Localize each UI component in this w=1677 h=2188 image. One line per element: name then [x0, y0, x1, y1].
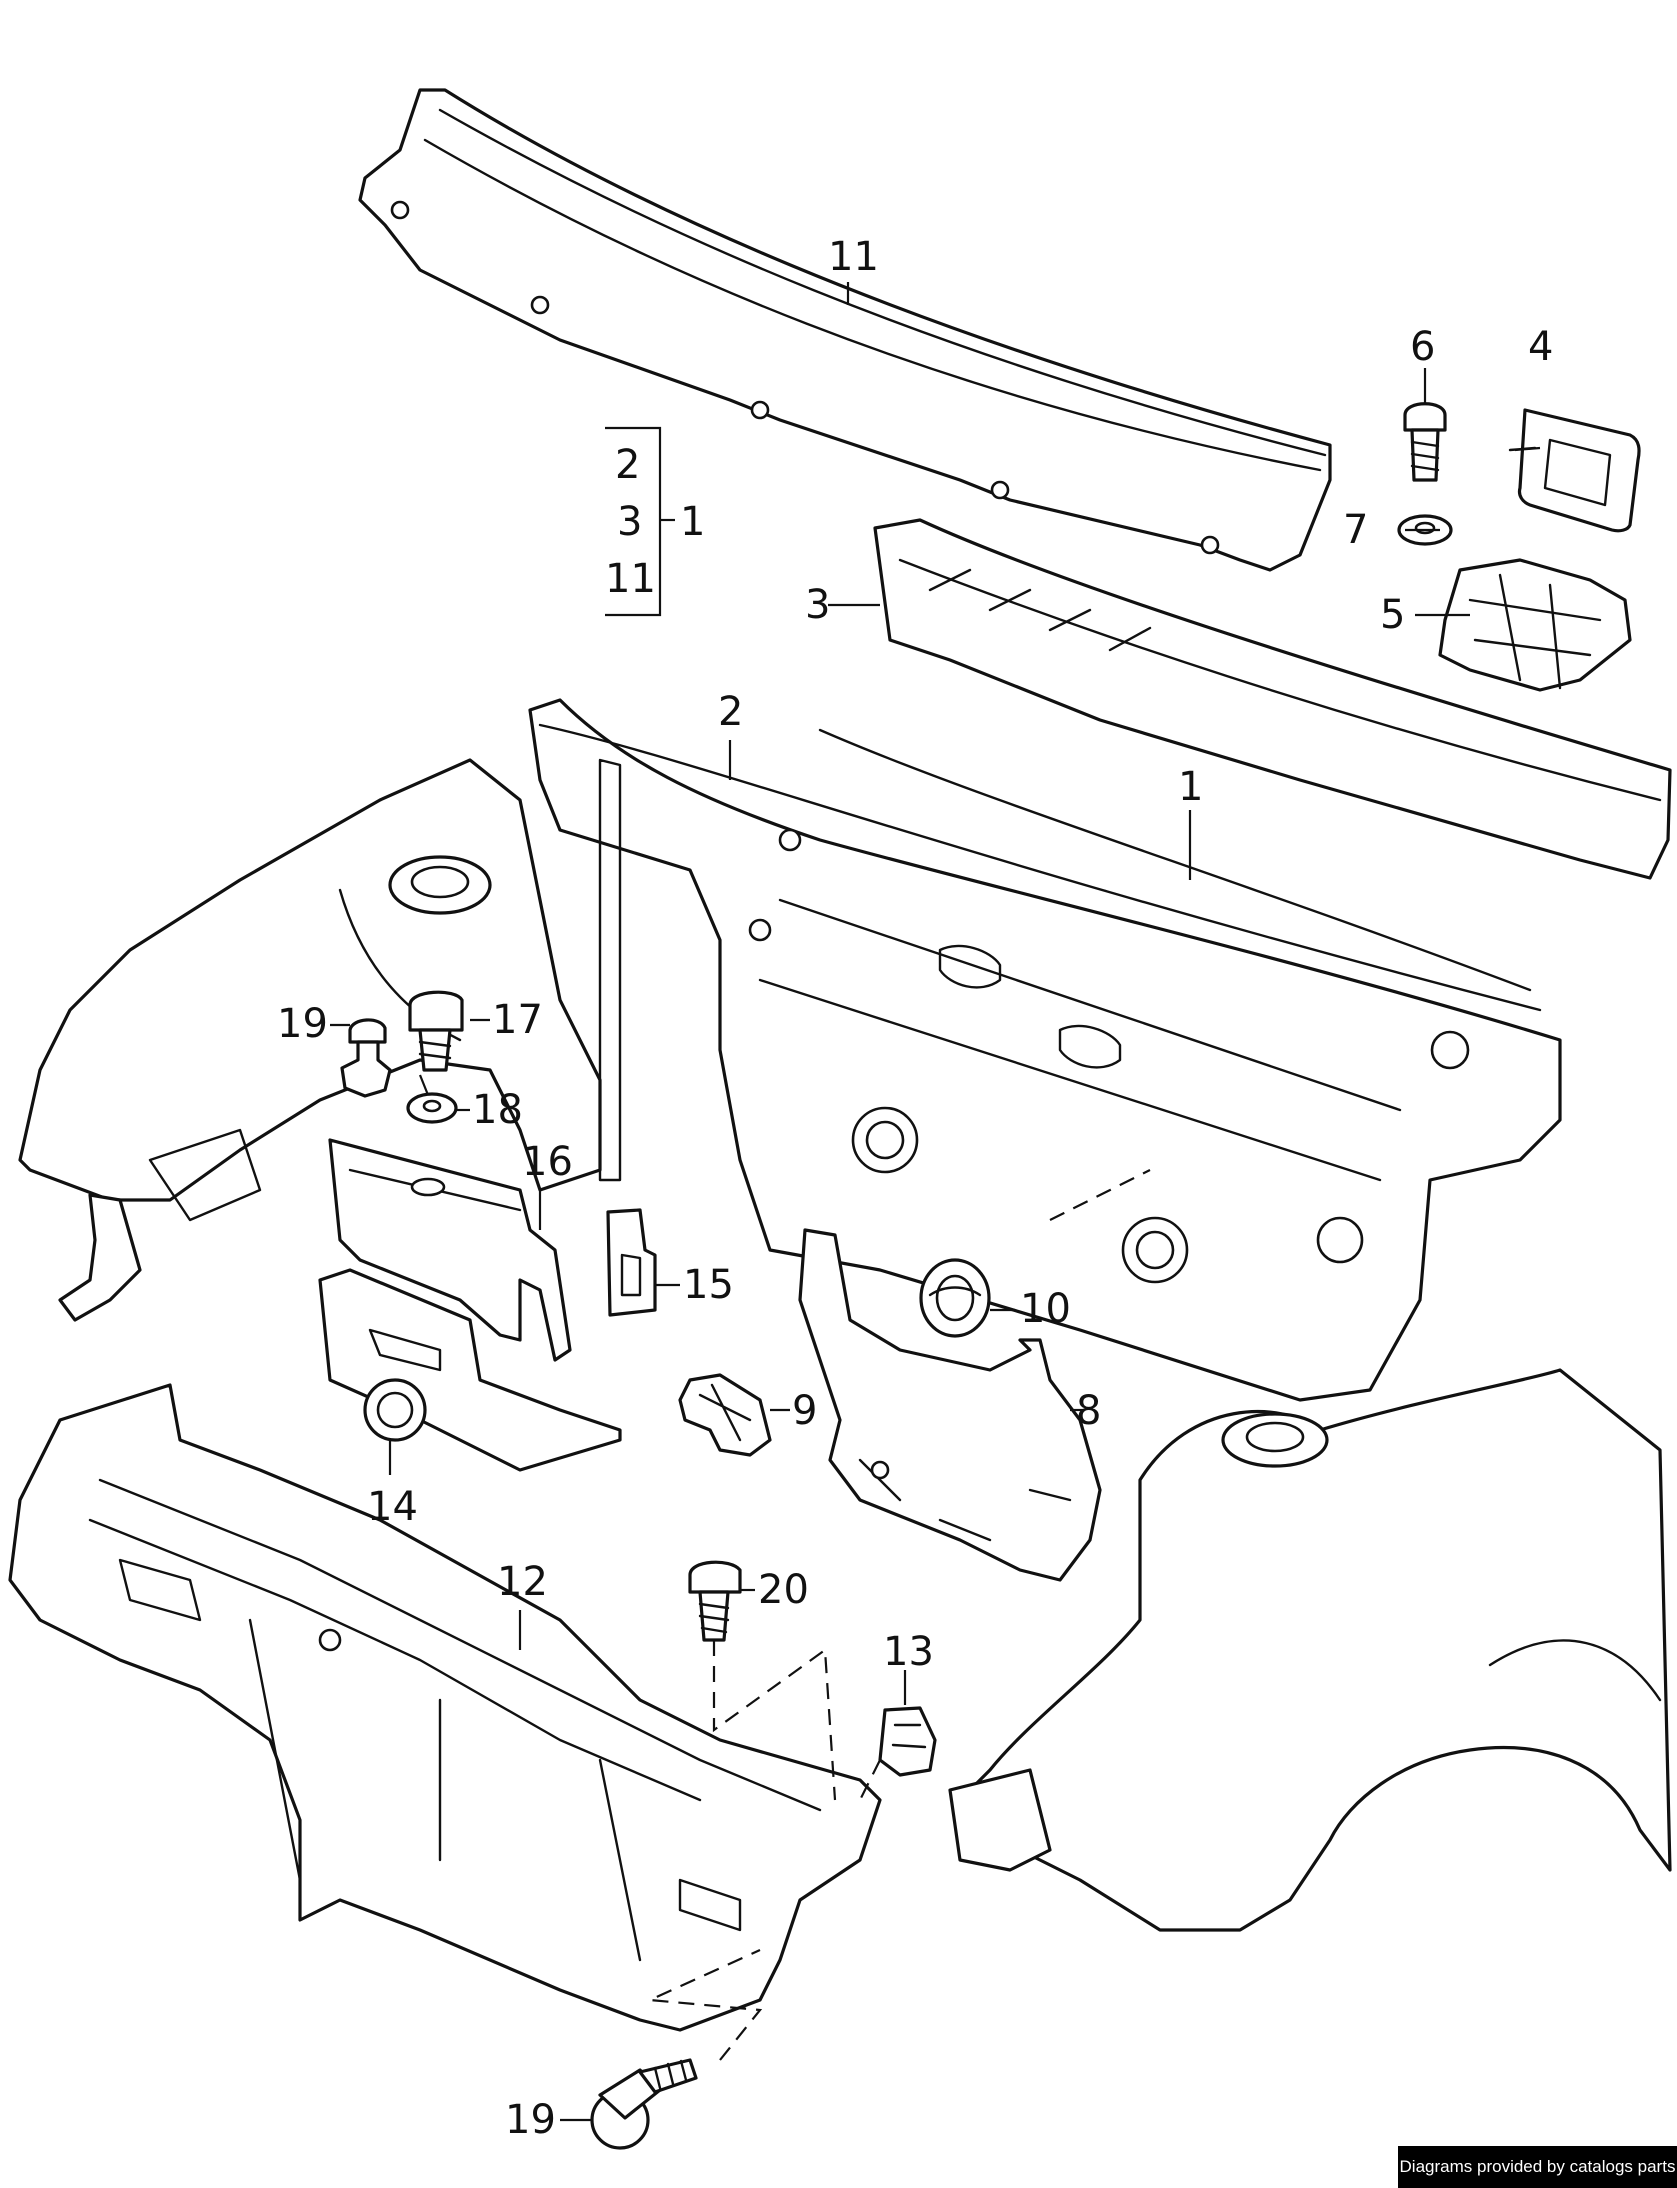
part-11-cowl-panel — [358, 88, 1332, 572]
callout-5: 5 — [1380, 592, 1405, 638]
callout-1: 1 — [1178, 764, 1203, 810]
part-20-bolt — [688, 1560, 742, 1642]
callout-8: 8 — [1076, 1388, 1101, 1434]
callout-2: 2 — [718, 689, 743, 735]
callout-6: 6 — [1410, 324, 1435, 370]
part-3-reinforcement — [873, 518, 1672, 880]
assembly-bracket — [605, 426, 675, 617]
callout-15: 15 — [683, 1262, 734, 1308]
bracket-assembly-1: 1 — [680, 499, 705, 545]
callout-14: 14 — [367, 1484, 418, 1530]
part-19-clip-upper — [340, 1018, 392, 1098]
part-10-grommet — [919, 1258, 991, 1338]
leader-lines — [330, 282, 1541, 2122]
part-15-plate — [606, 1208, 657, 1317]
callout-16: 16 — [522, 1139, 573, 1185]
callout-13: 13 — [883, 1629, 934, 1675]
credit-text: Diagrams provided by catalogs parts — [1399, 2157, 1676, 2176]
callout-7: 7 — [1343, 507, 1368, 553]
alignment-lines — [645, 1169, 1151, 2061]
part-1-bulkhead — [528, 698, 1562, 1402]
callout-labels: 11 6 4 7 5 3 2 1 19 17 18 16 15 10 9 8 1… — [277, 234, 1553, 2143]
callout-4: 4 — [1528, 324, 1553, 370]
callout-18: 18 — [472, 1087, 523, 1133]
right-fender — [948, 1368, 1672, 1932]
callout-3: 3 — [805, 582, 830, 628]
callout-10: 10 — [1020, 1286, 1071, 1332]
callout-20: 20 — [758, 1567, 809, 1613]
part-9-clip — [678, 1373, 772, 1457]
part-12-front-panel — [8, 1383, 882, 2032]
credit-banner: Diagrams provided by catalogs parts — [1398, 2146, 1677, 2188]
left-inner-wing — [18, 758, 602, 1322]
callout-19-lower: 19 — [505, 2097, 556, 2143]
callout-19: 19 — [277, 1001, 328, 1047]
part-5-bracket — [1438, 558, 1632, 692]
callout-17: 17 — [492, 997, 543, 1043]
callout-11: 11 — [828, 234, 879, 280]
callout-9: 9 — [792, 1388, 817, 1434]
part-14-carrier — [318, 1268, 622, 1472]
part-6-bolt — [1403, 402, 1447, 482]
callout-12: 12 — [497, 1559, 548, 1605]
part-13-clip — [878, 1706, 937, 1777]
bracket-item-2: 2 — [615, 442, 640, 488]
part-8-duct — [798, 1228, 1102, 1582]
bracket-item-3: 3 — [617, 499, 642, 545]
part-16-bracket — [328, 1138, 572, 1362]
bracket-item-11: 11 — [605, 556, 656, 602]
part-17-bolt — [408, 990, 464, 1072]
part-18-washer — [406, 1092, 458, 1124]
part-4-frame — [1508, 408, 1641, 533]
part-19-bolt-lower — [590, 2058, 698, 2150]
